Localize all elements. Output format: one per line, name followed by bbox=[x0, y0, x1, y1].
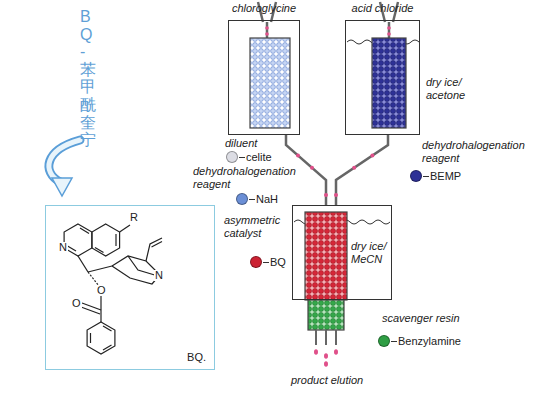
legend-item: celite bbox=[226, 151, 272, 164]
double-bond bbox=[95, 248, 104, 253]
cooling-bath: acid chloride bbox=[345, 20, 420, 135]
bath-label: dry ice/ acetone bbox=[426, 76, 478, 101]
legend-item: NaH bbox=[236, 193, 278, 206]
bond bbox=[100, 310, 101, 322]
component-label: diluent bbox=[225, 137, 257, 150]
component-label: dehydrohalogenation reagent bbox=[193, 165, 301, 190]
legend-text: NaH bbox=[256, 193, 278, 206]
atom-label: N bbox=[154, 270, 164, 281]
curved-arrow bbox=[49, 140, 80, 182]
legend-item: Benzylamine bbox=[378, 335, 461, 348]
cooling-bath: dry ice/ MeCN bbox=[292, 205, 392, 300]
scavenger-column bbox=[308, 300, 344, 330]
phenyl-ring bbox=[87, 322, 115, 354]
double-bond bbox=[81, 307, 100, 314]
inlet-tube bbox=[266, 22, 269, 38]
atom-label: R bbox=[129, 212, 139, 223]
drop bbox=[370, 154, 374, 158]
bead-swatch bbox=[236, 193, 248, 205]
atom-label: O bbox=[71, 298, 82, 309]
drop bbox=[324, 193, 328, 197]
atom-label: N bbox=[58, 242, 68, 253]
flow-tube bbox=[336, 135, 388, 205]
atom-label: O bbox=[96, 285, 107, 296]
quinoline-ring bbox=[92, 224, 120, 256]
drop bbox=[324, 353, 328, 359]
component-label: dehydrohalogenation reagent bbox=[422, 139, 534, 164]
double-bond bbox=[68, 246, 77, 251]
curved-arrow bbox=[49, 140, 80, 182]
column-bottom bbox=[294, 212, 390, 367]
drop bbox=[265, 32, 269, 36]
quinoline-ring bbox=[64, 224, 92, 256]
legend-dash bbox=[263, 262, 269, 263]
node-text: dry ice/ MeCN bbox=[351, 240, 391, 265]
vertical-title: BQ- 苯甲酰奎宁 bbox=[80, 8, 96, 149]
legend-dash bbox=[423, 176, 429, 177]
double-bond bbox=[80, 228, 89, 234]
drop bbox=[387, 32, 391, 36]
bond bbox=[88, 272, 99, 286]
cooling-bath: chloroglycine bbox=[228, 20, 300, 135]
quinuclidine-cage bbox=[112, 266, 158, 284]
drop bbox=[334, 193, 338, 197]
outlet-tube bbox=[335, 330, 337, 345]
output-label: product elution bbox=[291, 374, 363, 387]
legend-text: celite bbox=[246, 151, 272, 164]
outlet-tube bbox=[325, 330, 327, 345]
vinyl-group bbox=[146, 238, 162, 261]
drop bbox=[324, 361, 328, 367]
double-bond bbox=[115, 234, 116, 246]
bead-swatch bbox=[226, 151, 238, 163]
drop bbox=[334, 349, 338, 355]
component-label: asymmetric catalyst bbox=[224, 214, 288, 239]
arrow-head bbox=[52, 178, 72, 196]
node-text: BQ. bbox=[187, 351, 206, 364]
legend-item: BEMP bbox=[410, 170, 461, 183]
structure-box: BQ. bbox=[45, 205, 215, 370]
inlet-tube bbox=[388, 22, 391, 38]
node-heading: chloroglycine bbox=[232, 2, 296, 15]
bead-column bbox=[250, 38, 290, 128]
legend-item: BQ bbox=[250, 256, 286, 269]
drop bbox=[352, 166, 356, 170]
legend-dash bbox=[239, 157, 245, 158]
double-bond bbox=[90, 333, 91, 343]
bond bbox=[120, 225, 130, 232]
node-heading: acid chloride bbox=[352, 2, 414, 15]
bead-column bbox=[305, 212, 347, 300]
double-bond bbox=[103, 326, 112, 331]
drop bbox=[265, 26, 269, 30]
drop bbox=[310, 166, 314, 170]
legend-text: Benzylamine bbox=[398, 335, 461, 348]
bond bbox=[100, 296, 101, 310]
double-bond bbox=[103, 345, 112, 350]
bead-column bbox=[372, 38, 406, 128]
bond bbox=[78, 256, 88, 272]
legend-dash bbox=[249, 199, 255, 200]
bead-swatch bbox=[410, 170, 422, 182]
component-label: scavenger resin bbox=[382, 312, 460, 325]
drop bbox=[296, 154, 300, 158]
legend-text: BQ bbox=[270, 256, 286, 269]
legend-dash bbox=[391, 341, 397, 342]
outlet-tube bbox=[315, 330, 317, 345]
legend-text: BEMP bbox=[430, 170, 461, 183]
bead-swatch bbox=[378, 335, 390, 347]
bond bbox=[88, 266, 112, 272]
drop bbox=[387, 26, 391, 30]
bq-structure bbox=[64, 224, 162, 354]
drop bbox=[314, 349, 318, 355]
double-bond bbox=[152, 242, 163, 248]
bead-swatch bbox=[250, 256, 262, 268]
